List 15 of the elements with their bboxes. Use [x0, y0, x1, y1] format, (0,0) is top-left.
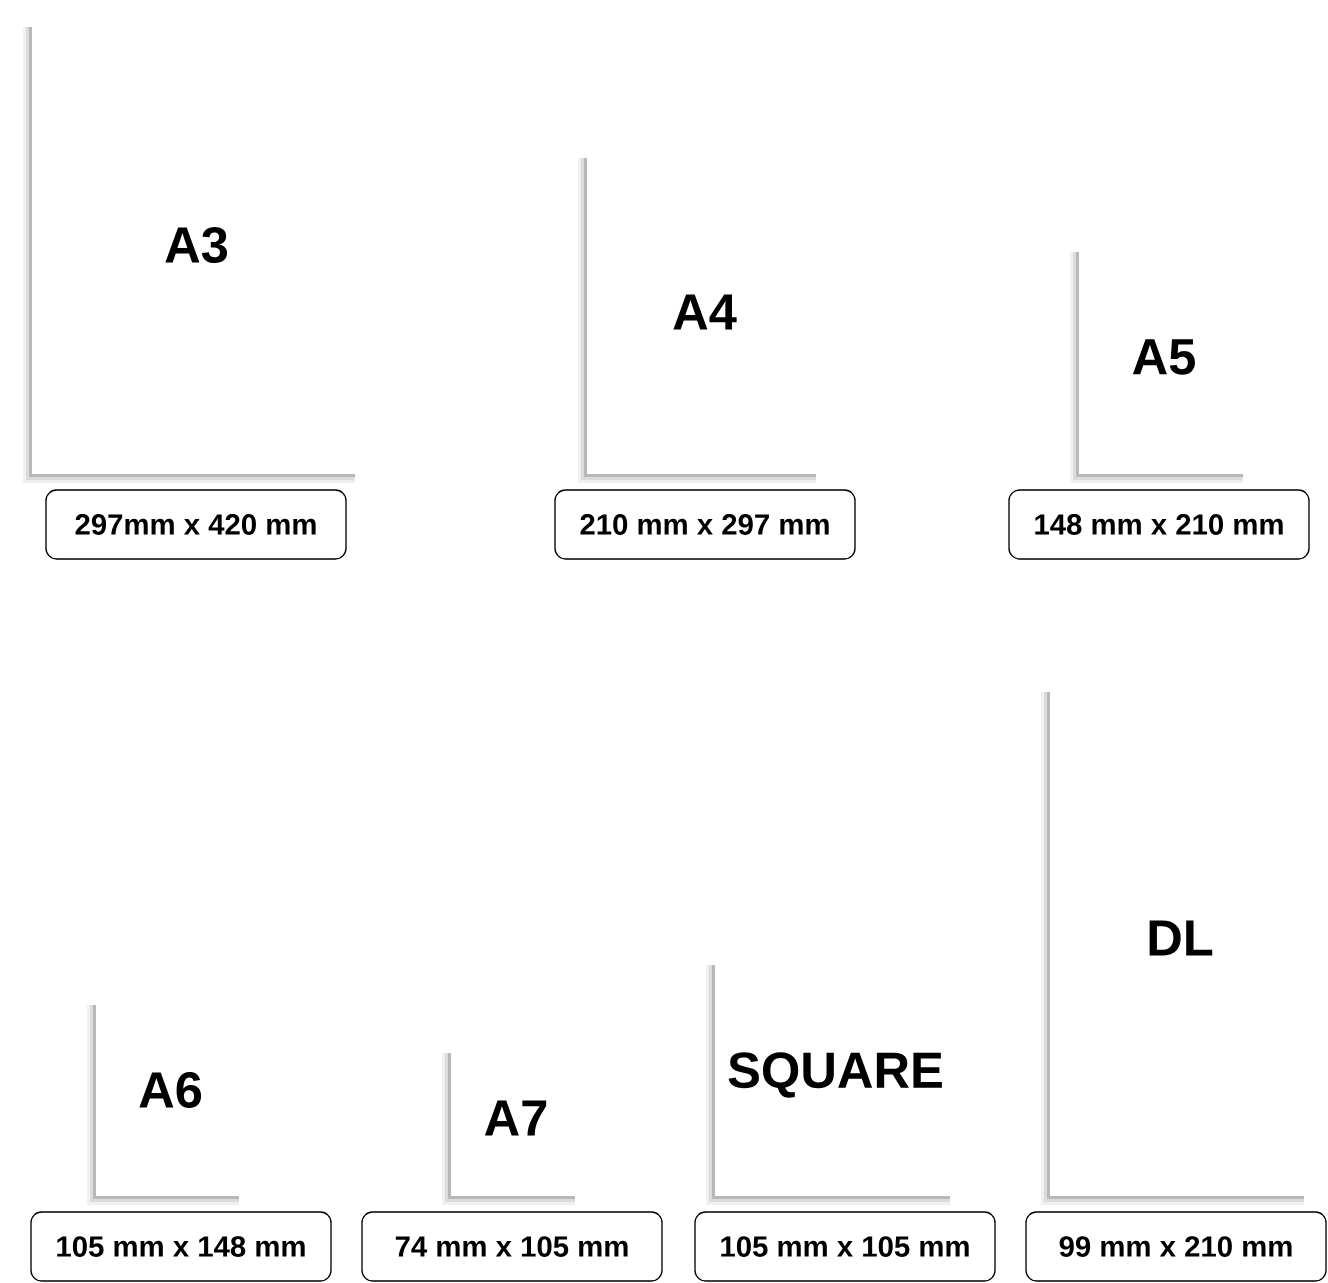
size-label: 148 mm x 210 mm — [1008, 489, 1310, 560]
size-label: 105 mm x 105 mm — [694, 1211, 996, 1282]
paper-sheet: A6 — [87, 993, 245, 1205]
size-label: 105 mm x 148 mm — [30, 1211, 332, 1282]
paper-sheet: A4 — [578, 146, 822, 483]
paper-sheet: A7 — [442, 1041, 581, 1205]
size-label: 99 mm x 210 mm — [1025, 1211, 1327, 1282]
paper-sheet: A5 — [1070, 240, 1249, 483]
node-label: SQUARE — [728, 1052, 942, 1098]
size-label: 210 mm x 297 mm — [554, 489, 856, 560]
size-label: 297mm x 420 mm — [45, 489, 347, 560]
paper-sheet: DL — [1041, 680, 1310, 1205]
paper-sheet: A3 — [23, 15, 361, 483]
paper-sheet: SQUARE — [706, 953, 956, 1205]
size-label: 74 mm x 105 mm — [361, 1211, 663, 1282]
